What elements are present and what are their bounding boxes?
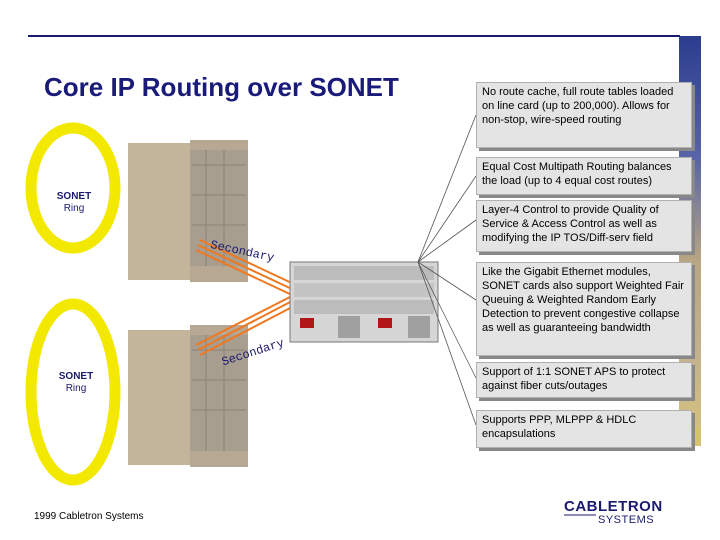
title-rule [28, 35, 680, 37]
ring-bottom [25, 298, 121, 486]
callout-ecmp: Equal Cost Multipath Routing balances th… [476, 157, 692, 195]
ring-label-bottom-title: SONET [58, 371, 94, 382]
callout-route-tables: No route cache, full route tables loaded… [476, 82, 692, 148]
callout-wfq-wred: Like the Gigabit Ethernet modules, SONET… [476, 262, 692, 356]
router-rack-bottom [128, 325, 248, 467]
ring-top [25, 122, 121, 254]
ring-label-bottom-sub: Ring [65, 383, 87, 394]
slide-title: Core IP Routing over SONET [44, 72, 399, 102]
ring-label-top-sub: Ring [63, 203, 85, 214]
pointer-lines [417, 114, 477, 426]
ring-label-top-title: SONET [56, 191, 92, 202]
callout-aps: Support of 1:1 SONET APS to protect agai… [476, 362, 692, 398]
logo-bottom-text: SYSTEMS [598, 514, 654, 526]
cabletron-logo: CABLETRON SYSTEMS [564, 498, 663, 526]
ring-label-top: SONET Ring [50, 191, 98, 215]
copyright-footer: 1999 Cabletron Systems [34, 511, 144, 522]
core-router-chassis [289, 261, 439, 343]
ring-label-bottom: SONET Ring [52, 371, 100, 395]
secondary-links [195, 239, 297, 356]
callout-layer4: Layer-4 Control to provide Quality of Se… [476, 200, 692, 252]
router-rack-top [128, 140, 248, 282]
callout-encapsulation: Supports PPP, MLPPP & HDLC encapsulation… [476, 410, 692, 448]
logo-top-text: CABLETRON [564, 498, 663, 515]
